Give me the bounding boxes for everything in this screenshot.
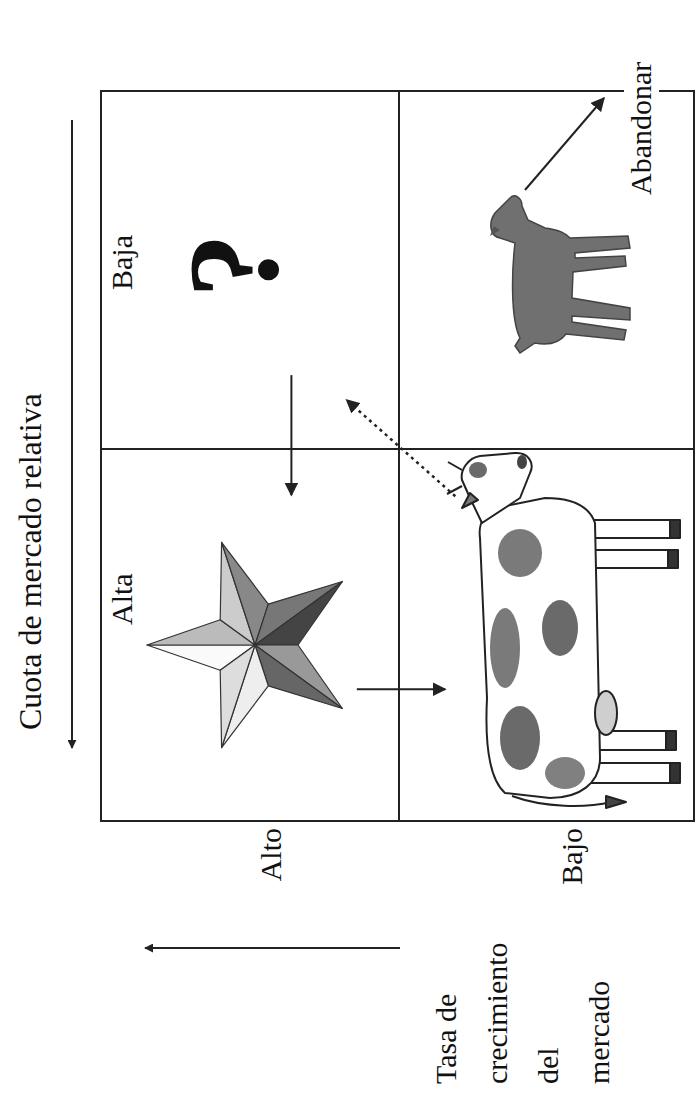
row-heading: Alto xyxy=(254,828,289,881)
transition-arrow xyxy=(290,375,292,495)
action-label: Abandonar xyxy=(624,59,659,198)
star-figure xyxy=(147,542,342,747)
quadrant-question: Baja? xyxy=(100,90,400,450)
cow-figure xyxy=(447,453,680,808)
column-heading: Alta xyxy=(105,573,140,625)
transition-arrow xyxy=(357,688,445,690)
axis-title: Cuota de mercado relativa xyxy=(12,393,49,730)
axis-arrow xyxy=(145,947,400,949)
column-heading: Baja xyxy=(105,235,140,290)
question-mark: ? xyxy=(168,233,298,298)
row-heading: Bajo xyxy=(555,828,590,885)
axis-arrow xyxy=(71,120,73,748)
quadrant-cow: Bajo xyxy=(398,448,695,822)
axis-title: Tasa de crecimiento del mercado xyxy=(420,942,624,1084)
quadrant-dog: Abandonar xyxy=(398,90,695,450)
quadrant-star: AltaAlto xyxy=(100,448,400,822)
dog-figure xyxy=(490,196,630,353)
abandon-arrow xyxy=(525,98,604,190)
